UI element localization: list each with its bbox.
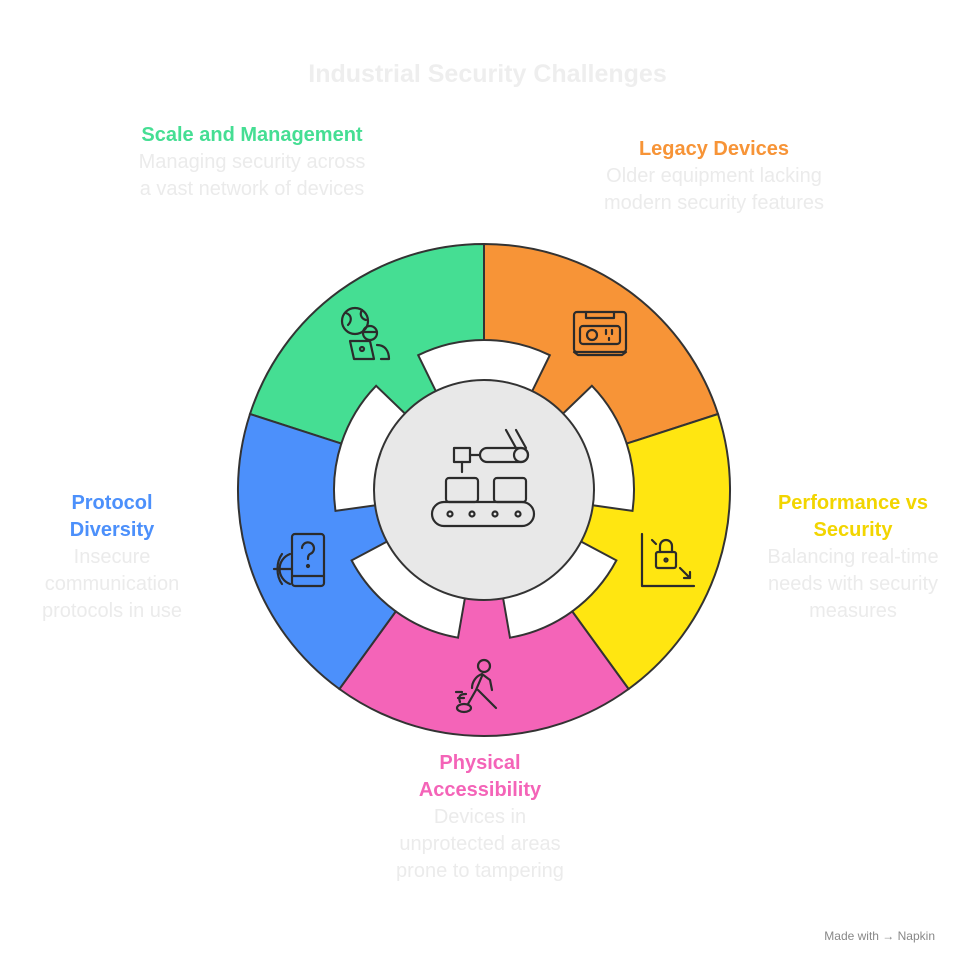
label-protocol: Protocol Diversity Insecure communicatio… xyxy=(12,490,212,625)
person-walking-icon xyxy=(454,658,498,714)
segment-physical xyxy=(338,587,630,737)
heading-scale: Scale and Management xyxy=(141,124,363,146)
heading-performance: Performance vs Security xyxy=(777,492,929,541)
diagram-title: Industrial Security Challenges xyxy=(308,60,667,88)
segment-protocol xyxy=(236,412,398,691)
label-scale: Scale and Management Managing security a… xyxy=(132,122,372,203)
description-physical: Devices in unprotected areas prone to ta… xyxy=(396,806,564,882)
description-protocol: Insecure communication protocols in use xyxy=(41,546,183,622)
globe-phone-question-icon xyxy=(272,532,326,588)
heading-legacy: Legacy Devices xyxy=(638,138,790,160)
description-scale: Managing security across a vast network … xyxy=(138,151,366,200)
heading-protocol: Protocol Diversity xyxy=(69,492,155,541)
lock-chart-icon xyxy=(640,532,696,588)
center-circle xyxy=(373,379,595,601)
label-legacy: Legacy Devices Older equipment lacking m… xyxy=(594,136,834,217)
description-performance: Balancing real-time needs with security … xyxy=(767,546,939,622)
label-performance: Performance vs Security Balancing real-t… xyxy=(733,490,973,625)
segment-performance xyxy=(570,412,732,691)
robot-arm-conveyor-icon xyxy=(430,428,536,528)
heading-physical: Physical Accessibility xyxy=(418,752,542,801)
label-physical: Physical Accessibility Devices in unprot… xyxy=(380,750,580,885)
napkin-branding[interactable]: Made with → Napkin xyxy=(824,929,935,943)
legacy-device-icon xyxy=(572,310,628,357)
segment-scale xyxy=(248,242,485,445)
description-legacy: Older equipment lacking modern security … xyxy=(603,165,825,214)
globe-people-laptop-icon xyxy=(340,306,391,361)
